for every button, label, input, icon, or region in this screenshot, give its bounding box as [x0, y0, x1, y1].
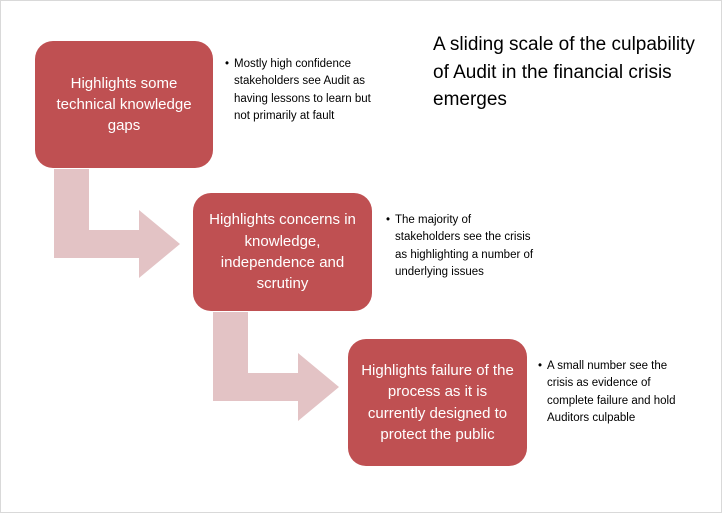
process-box-stage-1[interactable]: Highlights some technical knowledge gaps [35, 41, 213, 168]
process-box-stage-2-label: Highlights concerns in knowledge, indepe… [209, 211, 356, 293]
process-box-stage-3[interactable]: Highlights failure of the process as it … [348, 339, 527, 466]
bullet-item: The majority of stakeholders see the cri… [386, 212, 536, 281]
page-title: A sliding scale of the culpability of Au… [433, 34, 695, 111]
process-box-stage-2[interactable]: Highlights concerns in knowledge, indepe… [193, 193, 372, 311]
process-box-stage-1-label: Highlights some technical knowledge gaps [56, 74, 192, 135]
elbow-arrow-stage1-to-stage2 [54, 169, 180, 278]
process-box-stage-3-label: Highlights failure of the process as it … [361, 361, 514, 443]
bullet-item: A small number see the crisis as evidenc… [538, 358, 688, 427]
bullet-list-stage-1: Mostly high confidence stakeholders see … [225, 56, 373, 125]
bullet-list-stage-3: A small number see the crisis as evidenc… [538, 358, 688, 427]
arrow-shape [213, 312, 339, 421]
elbow-arrow-stage2-to-stage3 [213, 312, 339, 421]
bullet-item: Mostly high confidence stakeholders see … [225, 56, 373, 125]
bullet-list-stage-2: The majority of stakeholders see the cri… [386, 212, 536, 281]
arrow-shape [54, 169, 180, 278]
